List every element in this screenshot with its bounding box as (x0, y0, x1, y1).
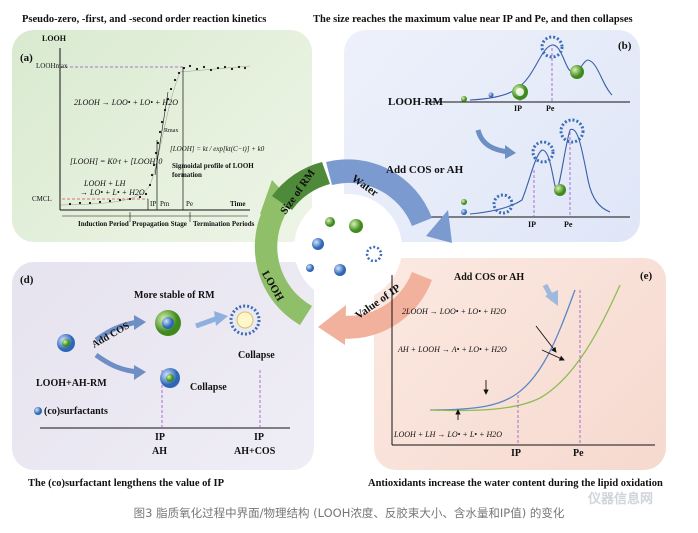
figure-caption: 图3 脂质氧化过程中界面/物理结构 (LOOH浓度、反胶束大小、含水量和IP值)… (133, 506, 565, 520)
panel-a-eq1: 2LOOH → LOO• + LO• + H2O (74, 98, 178, 107)
panel-a-eq3a: LOOH + LH (84, 179, 126, 188)
panel-a-pm: Pm (160, 200, 170, 208)
panel-b-pe-2: Pe (564, 220, 573, 229)
panel-a-eq4: [LOOH] = kt / exp[kt(C−t)] + k0 (170, 145, 265, 153)
panel-a-ip: IP (150, 200, 157, 208)
panel-b-ip-1: IP (514, 104, 522, 113)
panel-a-time: Time (230, 200, 246, 208)
panel-b-ip-2: IP (528, 220, 536, 229)
panel-a-ymax-label: LOOHmax (36, 62, 68, 70)
panel-a (12, 30, 312, 242)
panel-e-add-label: Add COS or AH (454, 272, 525, 283)
panel-d-ah-2: AH+COS (234, 446, 276, 457)
panel-b-add-label: Add COS or AH (386, 164, 464, 176)
central-cycle (254, 159, 452, 345)
panel-e-label: (e) (640, 270, 653, 282)
panel-e-header: Antioxidants increase the water content … (368, 478, 663, 489)
panel-a-sigmoid-2: formation (172, 171, 202, 179)
panel-d-cosurfactant-label: (co)surfactants (44, 406, 108, 417)
panel-b-pe-1: Pe (546, 104, 555, 113)
panel-e-eq1: 2LOOH → LOO• + LO• + H2O (402, 307, 506, 316)
panel-a-label: (a) (20, 52, 33, 64)
panel-d-ip-1: IP (155, 432, 165, 443)
panel-a-y-axis-label: LOOH (42, 34, 67, 43)
watermark-logo: 仪器信息网 (588, 492, 654, 507)
panel-e-ip: IP (511, 448, 521, 459)
panel-a-cmc-label: CMCL (32, 195, 52, 203)
panel-e-eq3: LOOH + LH → LO• + L• + H2O (394, 430, 503, 439)
panel-d-stable-label: More stable of RM (134, 290, 215, 301)
panel-b-chart (430, 35, 630, 218)
panel-d-chart (34, 304, 290, 429)
panel-d-ah-1: AH (152, 446, 167, 457)
panel-d (12, 262, 314, 470)
panel-a-stage-induction: Induction Period (78, 220, 129, 228)
panel-a-chart (59, 48, 251, 222)
panel-a-stage-termination: Termination Periods (193, 220, 255, 228)
panel-a-sigmoid-1: Sigmoidal profile of LOOH (172, 162, 254, 170)
panel-d-label: (d) (20, 274, 34, 286)
panel-e-eq2: AH + LOOH → A• + LO• + H2O (398, 345, 507, 354)
panel-a-stage-propagation: Propagation Stage (132, 220, 187, 228)
panel-d-ip-2: IP (254, 432, 264, 443)
panel-a-eq3b: → LO• + L• + H2O (80, 188, 145, 197)
panel-b (344, 30, 640, 242)
panel-a-pe: Pe (186, 200, 193, 208)
panel-a-header: Pseudo-zero, -first, and -second order r… (22, 14, 267, 25)
panel-e-chart (391, 275, 655, 446)
panel-d-rm-label: LOOH+AH-RM (36, 378, 107, 389)
panel-d-header: The (co)surfactant lengthens the value o… (28, 478, 224, 489)
panel-b-rm-label: LOOH-RM (388, 96, 443, 108)
panel-e-pe: Pe (573, 448, 584, 459)
panel-b-header: The size reaches the maximum value near … (313, 14, 633, 25)
panel-b-label: (b) (618, 40, 632, 52)
panel-a-eq2: [LOOH] = K0·t + [LOOH]0 (70, 157, 163, 166)
panel-d-collapse-1: Collapse (238, 350, 275, 361)
panel-a-rmax: Rmax (164, 128, 179, 134)
panel-d-collapse-2: Collapse (190, 382, 227, 393)
